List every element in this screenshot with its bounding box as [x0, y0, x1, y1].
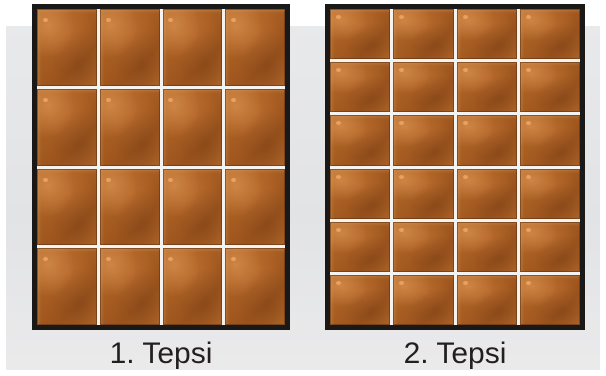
tray-2-piece [330, 9, 390, 59]
tray-1-piece [163, 89, 223, 166]
tray-2-piece [393, 169, 453, 219]
tray-2-piece [457, 62, 517, 112]
tray-1-grid [37, 9, 285, 325]
tray-1-piece [100, 248, 160, 325]
tray-2-piece [457, 275, 517, 325]
tray-2-piece [393, 275, 453, 325]
tray-2-piece [520, 275, 580, 325]
tray-1-piece [163, 9, 223, 86]
tray-1-piece [100, 169, 160, 246]
tray-1-piece [225, 169, 285, 246]
tray-2-piece [393, 115, 453, 165]
tray-2-piece [457, 9, 517, 59]
tray-1-piece [225, 89, 285, 166]
tray-1-piece [163, 169, 223, 246]
tray-2 [325, 4, 585, 330]
tray-1-piece [225, 9, 285, 86]
tray-2-piece [330, 222, 390, 272]
tray-1-piece [37, 169, 97, 246]
tray-2-caption: 2. Tepsi [325, 337, 585, 371]
tray-1-piece [37, 89, 97, 166]
tray-1-piece [100, 89, 160, 166]
tray-2-piece [393, 9, 453, 59]
tray-2-piece [520, 169, 580, 219]
tray-1-piece [163, 248, 223, 325]
tray-1-piece [37, 248, 97, 325]
tray-1-piece [37, 9, 97, 86]
tray-2-piece [520, 9, 580, 59]
tray-2-piece [520, 62, 580, 112]
tray-1-caption: 1. Tepsi [32, 337, 290, 371]
tray-2-piece [457, 222, 517, 272]
tray-2-piece [457, 115, 517, 165]
tray-2-piece [330, 275, 390, 325]
tray-2-piece [330, 62, 390, 112]
tray-1-piece [225, 248, 285, 325]
tray-2-grid [330, 9, 580, 325]
tray-2-piece [457, 169, 517, 219]
tray-2-piece [330, 115, 390, 165]
tray-1 [32, 4, 290, 330]
tray-1-piece [100, 9, 160, 86]
tray-2-piece [520, 222, 580, 272]
tray-2-piece [393, 222, 453, 272]
tray-2-piece [330, 169, 390, 219]
tray-2-piece [393, 62, 453, 112]
tray-2-piece [520, 115, 580, 165]
